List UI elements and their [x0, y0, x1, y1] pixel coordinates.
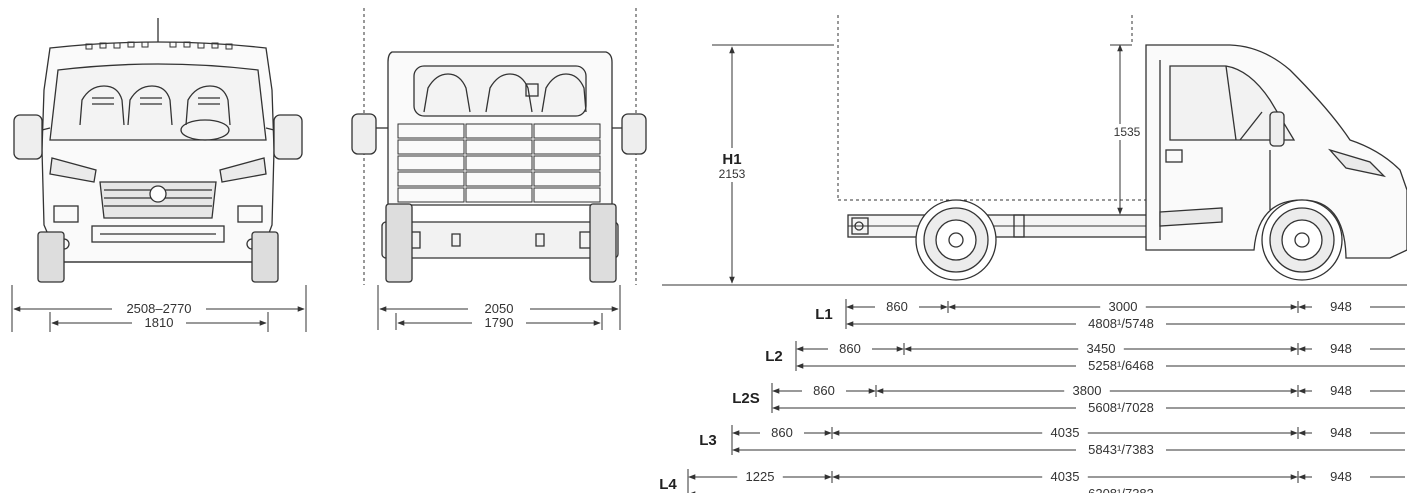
- front-view-illustration: [13, 18, 303, 283]
- total-length-dimension: 6208¹/7383: [1088, 486, 1154, 493]
- length-variant-row-l1: L1 860 3000 948 4808¹/5748: [815, 299, 1405, 331]
- front-overhang-dimension: 860: [771, 425, 793, 440]
- front-overhang-dimension: 860: [886, 299, 908, 314]
- front-width-dimension: [11, 285, 307, 332]
- rear-overall-width: 2050: [485, 301, 514, 316]
- rear-overhang-dimension: 948: [1330, 383, 1352, 398]
- variant-label: L2S: [732, 390, 760, 407]
- length-variant-row-l2: L2 860 3450 948 5258¹/6468: [765, 341, 1405, 373]
- total-length-dimension: 5843¹/7383: [1088, 442, 1154, 457]
- front-track-width: 1810: [145, 315, 174, 330]
- wheelbase-dimension: 3000: [1109, 299, 1138, 314]
- rear-inner-width: 1790: [485, 315, 514, 330]
- wheelbase-dimension: 3450: [1087, 341, 1116, 356]
- variant-label: L3: [699, 432, 717, 449]
- height-value: 2153: [719, 167, 746, 181]
- variant-label: L2: [765, 348, 783, 365]
- rear-view-illustration: [351, 8, 647, 285]
- wheelbase-dimension: 3800: [1073, 383, 1102, 398]
- rear-overhang-dimension: 948: [1330, 299, 1352, 314]
- total-length-dimension: 5608¹/7028: [1088, 400, 1154, 415]
- rear-overhang-dimension: 948: [1330, 425, 1352, 440]
- side-view-illustration: [837, 15, 1407, 281]
- front-overall-width: 2508–2770: [126, 301, 191, 316]
- wheelbase-dimension: 4035: [1051, 425, 1080, 440]
- variant-label: L4: [659, 476, 677, 493]
- length-variant-row-l2s: L2S 860 3800 948 5608¹/7028: [732, 383, 1405, 415]
- variant-label: L1: [815, 306, 833, 323]
- total-length-dimension: 5258¹/6468: [1088, 358, 1154, 373]
- height-label: H1: [722, 151, 741, 168]
- chassis-height-value: 1535: [1114, 125, 1141, 139]
- length-variant-row-l4: L4 1225 4035 948 6208¹/7383: [659, 469, 1405, 493]
- front-overhang-dimension: 860: [813, 383, 835, 398]
- total-length-dimension: 4808¹/5748: [1088, 316, 1154, 331]
- front-overhang-dimension: 1225: [746, 469, 775, 484]
- rear-width-dimension: [377, 285, 621, 330]
- length-variant-row-l3: L3 860 4035 948 5843¹/7383: [699, 425, 1405, 457]
- rear-overhang-dimension: 948: [1330, 341, 1352, 356]
- front-overhang-dimension: 860: [839, 341, 861, 356]
- wheelbase-dimension: 4035: [1051, 469, 1080, 484]
- rear-overhang-dimension: 948: [1330, 469, 1352, 484]
